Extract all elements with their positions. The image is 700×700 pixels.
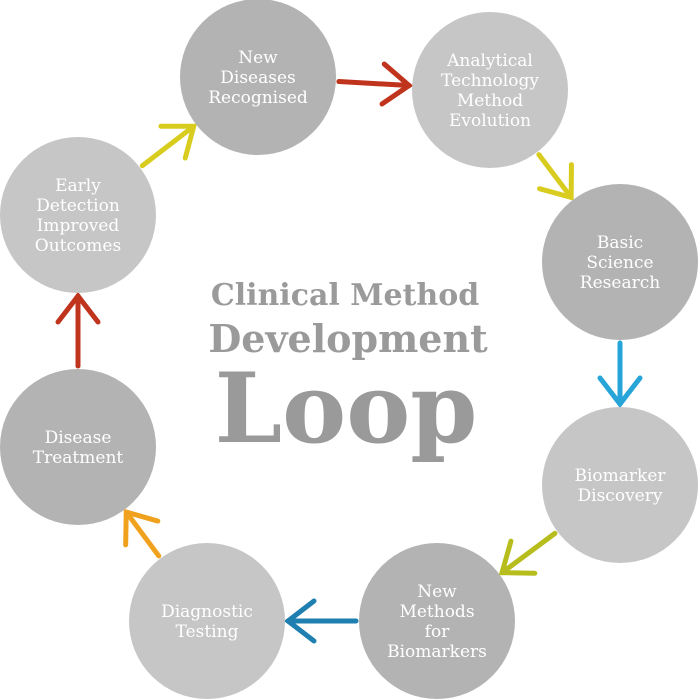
arrow-basic-science-research-to-biomarker-discovery xyxy=(597,340,643,409)
node-label-line: Biomarker xyxy=(574,466,666,486)
node-label-line: Discovery xyxy=(578,486,663,506)
node-circle xyxy=(542,184,698,340)
node-label-line: Research xyxy=(580,273,660,293)
arrow-head-icon xyxy=(379,61,414,107)
arrow-early-detection-improved-outcomes-to-new-diseases-recognised xyxy=(139,123,197,169)
node-label-line: Improved xyxy=(37,216,120,236)
node-circle xyxy=(129,543,285,699)
node-label-line: Basic xyxy=(597,233,643,253)
arrow-head-icon xyxy=(123,508,161,548)
arrow-head-icon xyxy=(498,538,538,576)
arrow-disease-treatment-to-early-detection-improved-outcomes xyxy=(55,291,101,369)
arrow-new-diseases-recognised-to-analytical-technology-method-evolution xyxy=(336,61,414,107)
arrows-layer xyxy=(55,61,643,644)
node-label-line: Technology xyxy=(441,71,539,91)
arrow-shaft xyxy=(123,509,162,559)
title-line-3: Loop xyxy=(215,352,478,465)
node-label-line: Treatment xyxy=(33,448,124,468)
diagram-title: Clinical Method Development Loop xyxy=(208,278,488,465)
arrow-head-icon xyxy=(537,162,574,201)
arrow-shaft xyxy=(336,79,412,88)
node-label-line: for xyxy=(425,622,451,642)
node-circle xyxy=(412,12,568,168)
node-label-line: Science xyxy=(586,253,653,273)
node-label-line: Disease xyxy=(45,428,112,448)
node-label-line: Biomarkers xyxy=(387,642,487,662)
arrow-head-icon xyxy=(158,123,197,161)
node-label-line: Analytical xyxy=(446,51,533,71)
node-label-line: Recognised xyxy=(208,88,308,108)
node-circle xyxy=(180,0,336,155)
arrow-analytical-technology-method-evolution-to-basic-science-research xyxy=(536,152,574,201)
node-label-line: Detection xyxy=(36,196,120,216)
node-label-line: New xyxy=(238,48,278,68)
node-circle xyxy=(0,137,156,293)
node-circle xyxy=(542,407,698,563)
arrow-shaft xyxy=(499,530,558,576)
node-label-line: Diseases xyxy=(220,68,296,88)
node-circle xyxy=(359,543,515,699)
node-label-line: Early xyxy=(55,176,101,196)
arrow-shaft xyxy=(139,123,197,169)
node-label-line: Outcomes xyxy=(35,236,121,256)
title-line-2: Development xyxy=(208,316,488,361)
title-line-1: Clinical Method xyxy=(211,278,479,313)
arrow-biomarker-discovery-to-new-methods-for-biomarkers xyxy=(498,530,558,576)
arrow-new-methods-for-biomarkers-to-diagnostic-testing xyxy=(283,598,359,644)
node-label-line: Diagnostic xyxy=(161,602,253,622)
node-label-line: Testing xyxy=(176,622,239,642)
node-label-line: New xyxy=(417,582,457,602)
arrow-head-icon xyxy=(597,375,643,409)
arrow-head-icon xyxy=(55,291,101,325)
arrow-head-icon xyxy=(283,598,317,644)
node-label-line: Methods xyxy=(399,602,474,622)
node-label-line: Method xyxy=(457,91,523,111)
node-label-line: Evolution xyxy=(449,111,531,131)
node-circle xyxy=(0,369,156,525)
arrow-shaft xyxy=(536,152,574,200)
arrow-diagnostic-testing-to-disease-treatment xyxy=(123,508,162,559)
